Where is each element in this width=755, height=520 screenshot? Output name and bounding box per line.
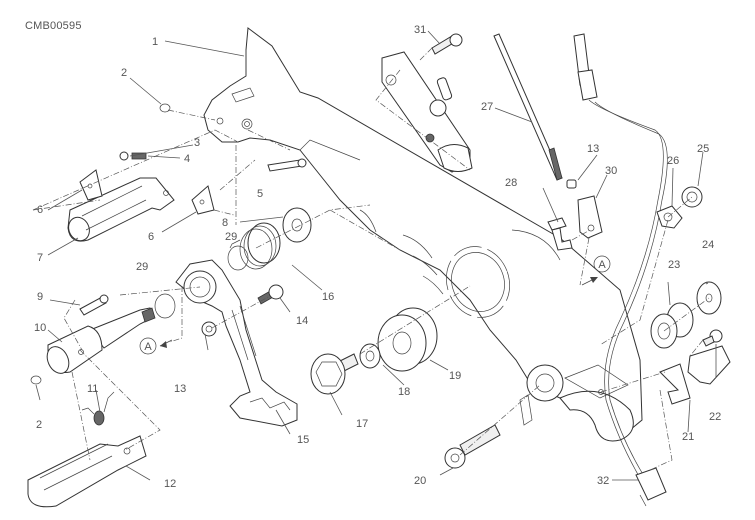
callout-9: 9 — [37, 291, 43, 303]
callout-27: 27 — [481, 101, 493, 113]
rod-part-27 — [493, 33, 563, 181]
callout-18: 18 — [398, 386, 410, 398]
callout-15: 15 — [297, 434, 309, 446]
washer-part-8 — [282, 207, 312, 243]
circlip-part-2-upper — [159, 103, 171, 113]
callout-30: 30 — [605, 165, 617, 177]
ref-marker-a-left: A — [139, 337, 173, 355]
callout-1: 1 — [152, 36, 158, 48]
callout-32: 32 — [597, 475, 609, 487]
bushing-part-19 — [377, 307, 438, 372]
callout-29: 29 — [136, 261, 148, 273]
spring-part-4 — [131, 152, 147, 160]
callout-labels: 1 2 2 3 4 5 6 6 7 8 9 10 11 12 13 13 14 … — [34, 24, 721, 490]
callout-5: 5 — [257, 188, 263, 200]
clevis-parts-28-30-13 — [547, 179, 603, 251]
callout-25: 25 — [697, 143, 709, 155]
callout-3: 3 — [194, 137, 200, 149]
o-ring-part-29-upper — [227, 245, 249, 271]
callout-19: 19 — [449, 370, 461, 382]
callout-17: 17 — [356, 418, 368, 430]
callout-31: 31 — [414, 24, 426, 36]
pin-part-9 — [79, 294, 109, 316]
stop-screw-part-14 — [257, 284, 284, 305]
callout-23: 23 — [668, 259, 680, 271]
spring-part-16 — [229, 222, 281, 270]
leader-lines — [35, 30, 717, 481]
washer-part-18 — [359, 343, 381, 369]
ref-marker-label: A — [144, 341, 152, 353]
bolt-part-20 — [444, 424, 501, 469]
callout-7: 7 — [37, 252, 43, 264]
brake-switch-sensor — [573, 33, 668, 507]
callout-21: 21 — [682, 431, 694, 443]
brake-pedal-part-15 — [175, 259, 298, 427]
spacer-part-23 — [650, 302, 694, 349]
ball-part-3 — [119, 151, 129, 161]
callout-6: 6 — [148, 231, 154, 243]
callout-28: 28 — [505, 177, 517, 189]
callout-4: 4 — [184, 153, 190, 165]
o-ring-part-29-lower — [154, 293, 176, 319]
spring-part-11 — [81, 391, 115, 426]
diagram-code: CMB00595 — [25, 20, 82, 32]
ref-marker-a-right: A — [581, 255, 611, 286]
callout-12: 12 — [164, 478, 176, 490]
footrest-pivot-part-10 — [46, 307, 156, 374]
ref-marker-label: A — [598, 259, 606, 271]
pivot-bolt-part-17 — [310, 353, 359, 395]
callout-20: 20 — [414, 475, 426, 487]
callout-8: 8 — [222, 217, 228, 229]
bolt-part-31 — [431, 33, 463, 55]
callout-22: 22 — [709, 411, 721, 423]
callout-26: 26 — [667, 155, 679, 167]
callout-13: 13 — [587, 143, 599, 155]
footpeg-part-7 — [67, 177, 175, 242]
switch-bracket-part-21 — [659, 345, 731, 405]
callout-2: 2 — [121, 67, 127, 79]
footpeg-part-12 — [27, 435, 147, 508]
screw-part-22 — [702, 329, 723, 347]
callout-14: 14 — [296, 315, 308, 327]
callout-16: 16 — [322, 291, 334, 303]
callout-24: 24 — [702, 239, 714, 251]
footrest-bracket-part-1 — [203, 27, 643, 442]
assembly-lines — [32, 47, 710, 471]
bushing-part-25 — [681, 186, 703, 208]
callout-2: 2 — [36, 419, 42, 431]
plate-part-6-left — [79, 169, 103, 201]
callout-10: 10 — [34, 322, 46, 334]
callout-11: 11 — [87, 383, 98, 395]
circlip-part-2-lower — [30, 375, 42, 385]
callout-13: 13 — [174, 383, 186, 395]
plate-part-6-right — [191, 185, 215, 215]
pin-part-5 — [267, 158, 307, 172]
callout-29: 29 — [225, 231, 237, 243]
callout-6: 6 — [37, 204, 43, 216]
nut-part-13 — [201, 321, 217, 337]
